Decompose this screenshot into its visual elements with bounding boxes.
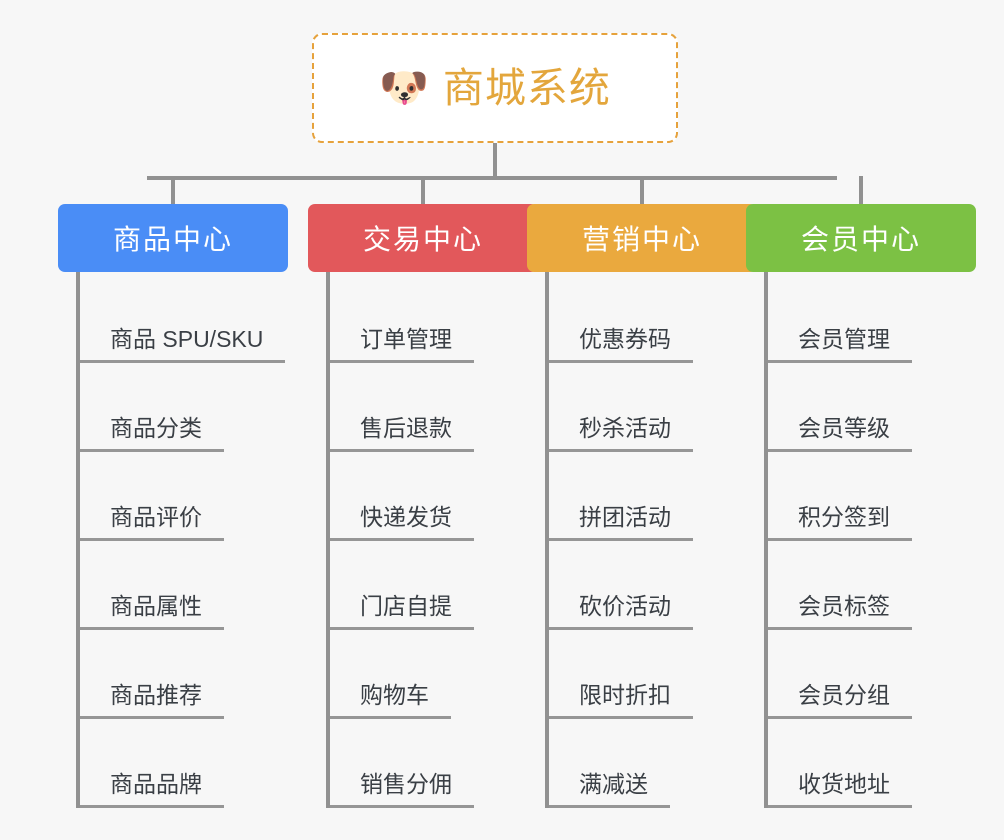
leaf-item[interactable]: 商品评价: [80, 452, 288, 541]
leaf-label: 限时折扣: [549, 682, 693, 719]
leaf-item[interactable]: 商品推荐: [80, 630, 288, 719]
leaf-label: 商品推荐: [80, 682, 224, 719]
column-member-center: 会员中心会员管理会员等级积分签到会员标签会员分组收货地址: [746, 204, 976, 808]
leaf-label: 销售分佣: [330, 771, 474, 808]
leaf-item[interactable]: 商品 SPU/SKU: [80, 274, 288, 363]
leaf-item[interactable]: 收货地址: [768, 719, 976, 808]
category-box-marketing-center[interactable]: 营销中心: [527, 204, 757, 272]
connector-drop-product-center: [171, 176, 175, 206]
leaf-item[interactable]: 销售分佣: [330, 719, 538, 808]
leaf-label: 收货地址: [768, 771, 912, 808]
leaf-item[interactable]: 快递发货: [330, 452, 538, 541]
leaf-item[interactable]: 秒杀活动: [549, 363, 757, 452]
leaf-list-member-center: 会员管理会员等级积分签到会员标签会员分组收货地址: [764, 272, 976, 808]
leaf-label: 秒杀活动: [549, 415, 693, 452]
leaf-label: 优惠券码: [549, 326, 693, 363]
leaf-list-product-center: 商品 SPU/SKU 商品分类商品评价商品属性商品推荐商品品牌: [76, 272, 288, 808]
leaf-label: 购物车: [330, 682, 451, 719]
leaf-item[interactable]: 砍价活动: [549, 541, 757, 630]
leaf-item[interactable]: 会员等级: [768, 363, 976, 452]
leaf-label: 门店自提: [330, 593, 474, 630]
connector-drop-member-center: [859, 176, 863, 206]
leaf-item[interactable]: 会员标签: [768, 541, 976, 630]
connector-drop-marketing-center: [640, 176, 644, 206]
leaf-list-marketing-center: 优惠券码秒杀活动拼团活动砍价活动限时折扣满减送: [545, 272, 757, 808]
leaf-item[interactable]: 商品品牌: [80, 719, 288, 808]
connector-stem: [493, 143, 497, 178]
leaf-label: 订单管理: [330, 326, 474, 363]
leaf-label: 砍价活动: [549, 593, 693, 630]
dog-face-icon: 🐶: [379, 65, 429, 111]
leaf-list-trade-center: 订单管理售后退款快递发货门店自提购物车销售分佣: [326, 272, 538, 808]
category-box-member-center[interactable]: 会员中心: [746, 204, 976, 272]
category-box-product-center[interactable]: 商品中心: [58, 204, 288, 272]
leaf-item[interactable]: 会员管理: [768, 274, 976, 363]
leaf-item[interactable]: 优惠券码: [549, 274, 757, 363]
root-title: 商城系统: [442, 64, 611, 111]
leaf-label: 商品分类: [80, 415, 224, 452]
leaf-label: 商品品牌: [80, 771, 224, 808]
leaf-label: 商品属性: [80, 593, 224, 630]
leaf-label: 会员等级: [768, 415, 912, 452]
leaf-label: 快递发货: [330, 504, 474, 541]
column-marketing-center: 营销中心优惠券码秒杀活动拼团活动砍价活动限时折扣满减送: [527, 204, 757, 808]
leaf-item[interactable]: 积分签到: [768, 452, 976, 541]
connector-horizontal-bar: [147, 176, 837, 180]
leaf-label: 会员分组: [768, 682, 912, 719]
connector-drop-trade-center: [421, 176, 425, 206]
column-product-center: 商品中心商品 SPU/SKU 商品分类商品评价商品属性商品推荐商品品牌: [58, 204, 288, 808]
leaf-label: 积分签到: [768, 504, 912, 541]
leaf-label: 商品 SPU/SKU: [80, 326, 286, 363]
leaf-label: 满减送: [549, 771, 670, 808]
leaf-item[interactable]: 限时折扣: [549, 630, 757, 719]
leaf-item[interactable]: 拼团活动: [549, 452, 757, 541]
leaf-label: 商品评价: [80, 504, 224, 541]
leaf-item[interactable]: 会员分组: [768, 630, 976, 719]
leaf-label: 会员管理: [768, 326, 912, 363]
leaf-label: 拼团活动: [549, 504, 693, 541]
leaf-item[interactable]: 商品分类: [80, 363, 288, 452]
root-node[interactable]: 🐶 商城系统: [312, 33, 678, 143]
column-trade-center: 交易中心订单管理售后退款快递发货门店自提购物车销售分佣: [308, 204, 538, 808]
leaf-item[interactable]: 门店自提: [330, 541, 538, 630]
leaf-label: 会员标签: [768, 593, 912, 630]
leaf-item[interactable]: 满减送: [549, 719, 757, 808]
leaf-item[interactable]: 商品属性: [80, 541, 288, 630]
category-box-trade-center[interactable]: 交易中心: [308, 204, 538, 272]
leaf-item[interactable]: 售后退款: [330, 363, 538, 452]
leaf-item[interactable]: 购物车: [330, 630, 538, 719]
leaf-label: 售后退款: [330, 415, 474, 452]
leaf-item[interactable]: 订单管理: [330, 274, 538, 363]
